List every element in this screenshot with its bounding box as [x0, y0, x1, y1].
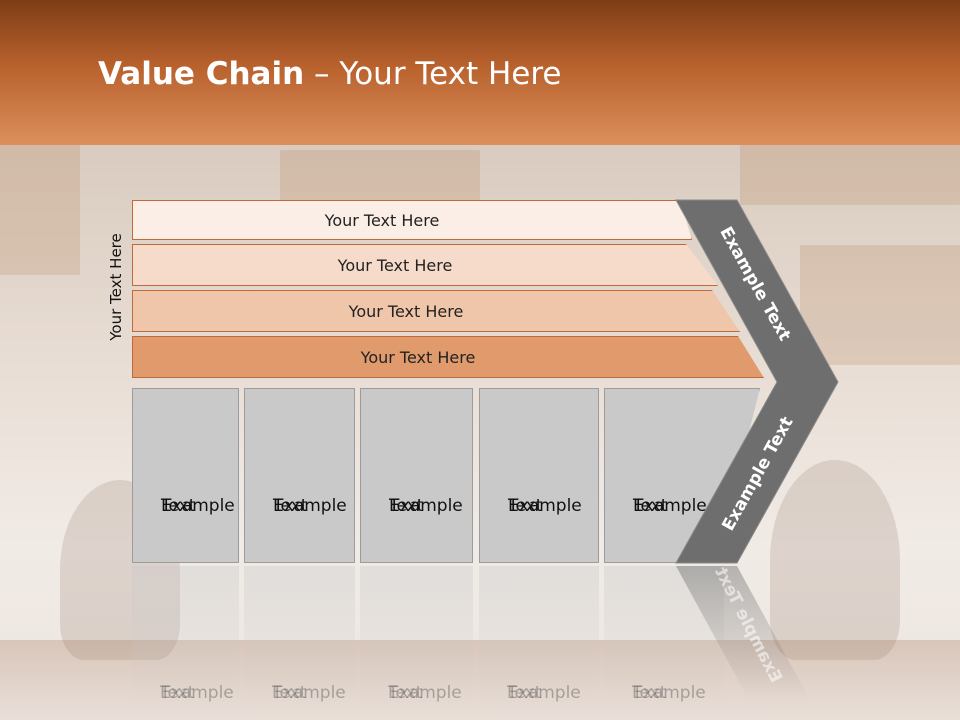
value-band-4: Your Text Here — [132, 336, 764, 378]
vertical-label: Your Text Here — [107, 233, 125, 341]
title-rest: – Your Text Here — [304, 56, 562, 92]
band-label: Your Text Here — [324, 210, 440, 230]
value-band-2: Your Text Here — [132, 244, 718, 286]
band-label: Your Text Here — [360, 347, 476, 367]
value-band-3: Your Text Here — [132, 290, 740, 332]
band-label: Your Text Here — [348, 301, 464, 321]
background-screen — [0, 145, 80, 275]
background-screen — [740, 145, 960, 205]
slide-title: Value Chain – Your Text Here — [98, 56, 561, 92]
value-band-1: Your Text Here — [132, 200, 692, 240]
background-person — [770, 460, 900, 660]
title-bold: Value Chain — [98, 56, 305, 92]
title-bar: Value Chain – Your Text Here — [0, 0, 960, 145]
band-label: Your Text Here — [337, 255, 453, 275]
background-screen — [800, 245, 960, 365]
